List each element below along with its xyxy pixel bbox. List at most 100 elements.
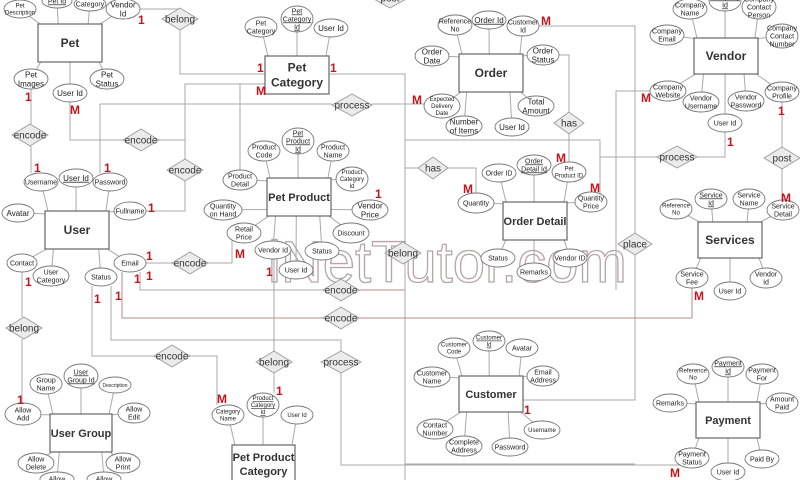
attribute-username[interactable]: Username <box>523 420 561 440</box>
relationship-process[interactable]: process <box>656 145 698 169</box>
entity-services[interactable]: Services <box>697 221 763 259</box>
relationship-encode[interactable]: encode <box>166 158 204 182</box>
entity-user-group[interactable]: User Group <box>49 413 113 453</box>
attribute-user-id[interactable]: User Id <box>710 462 746 480</box>
attribute-contact[interactable]: Contact <box>6 253 38 273</box>
attribute-user-id[interactable]: User Id <box>713 281 747 301</box>
attribute-vendor-id[interactable]: Vendor ID <box>552 248 588 268</box>
attribute-user-id[interactable]: User Id <box>52 83 88 103</box>
entity-order-detail[interactable]: Order Detail <box>502 201 568 241</box>
attribute-user-id[interactable]: User Id <box>313 18 349 38</box>
entity-vendor[interactable]: Vendor <box>693 37 759 75</box>
attribute-paid-by[interactable]: Paid By <box>744 449 780 469</box>
attribute-quantity[interactable]: Quantity <box>457 192 495 214</box>
relationship-encode[interactable]: encode <box>322 278 360 302</box>
relationship-belong[interactable]: belong <box>255 350 293 374</box>
attribute-description[interactable]: Description <box>98 376 132 394</box>
attribute-company-id[interactable]: CompanyId <box>708 0 742 12</box>
attribute-password[interactable]: Password <box>92 172 128 192</box>
attribute-remarks[interactable]: Remarks <box>652 393 688 413</box>
attribute-allow[interactable]: Allow <box>86 471 122 480</box>
entity-payment[interactable]: Payment <box>695 401 761 439</box>
entity-order[interactable]: Order <box>458 53 524 93</box>
attribute-pet-id[interactable]: Pet Id <box>41 0 73 9</box>
attribute-status[interactable]: Status <box>304 241 340 261</box>
attribute-remarks[interactable]: Remarks <box>516 262 552 282</box>
relationship-belong[interactable]: belong <box>5 316 43 340</box>
relationship-encode[interactable]: encode <box>153 344 191 368</box>
attribute-user-id[interactable]: User Id <box>707 113 743 133</box>
attribute-avatar[interactable]: Avatar <box>1 203 35 223</box>
relationship-post[interactable]: post <box>372 0 408 9</box>
entity-pet[interactable]: Pet <box>37 23 103 63</box>
attribute-user-id[interactable]: User Id <box>58 168 94 188</box>
attribute-password[interactable]: Password <box>491 437 529 457</box>
attribute-order-id[interactable]: Order ID <box>481 163 517 183</box>
entity-pet-product[interactable]: Pet Product <box>266 177 332 217</box>
relationship-belong[interactable]: belong <box>161 7 199 31</box>
relationship-encode[interactable]: encode <box>122 128 160 152</box>
attribute-user-id[interactable]: User Id <box>494 117 530 137</box>
attribute-company-contact-person[interactable]: CompanyContactPerson <box>741 0 777 19</box>
relationship-encode[interactable]: encode <box>11 123 49 147</box>
relationship-process[interactable]: process <box>320 350 362 374</box>
attribute-user-id[interactable]: User Id <box>280 405 314 425</box>
relationship-has[interactable]: has <box>553 111 585 135</box>
attribute-avatar[interactable]: Avatar <box>505 338 539 358</box>
relationship-place[interactable]: place <box>617 232 653 256</box>
attribute-fullname[interactable]: Fullname <box>113 201 147 221</box>
